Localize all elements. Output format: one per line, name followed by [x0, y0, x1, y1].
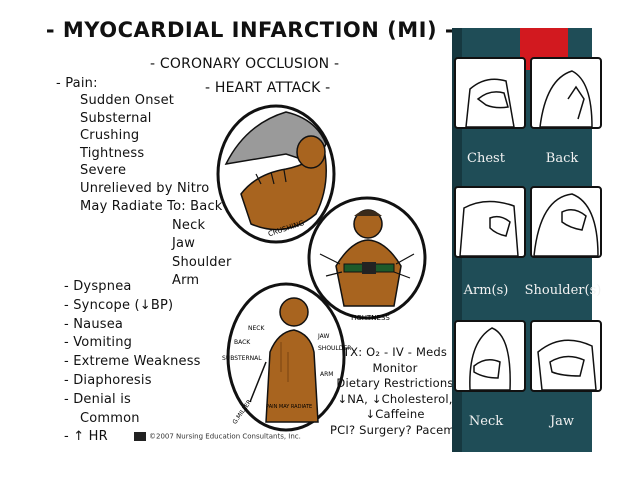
- radiate-list: Neck Jaw Shoulder Arm: [172, 217, 232, 291]
- radiate-item: Neck: [172, 218, 206, 233]
- pain-item: Sudden Onset: [80, 93, 175, 108]
- pain-list: Sudden Onset Substernal Crushing Tightne…: [80, 92, 223, 215]
- label-jaw: JAW: [317, 333, 329, 340]
- pain-item: Severe: [80, 163, 127, 179]
- symptom-item: - Syncope (↓BP): [64, 297, 174, 313]
- symptom-item: - ↑ HR: [64, 429, 108, 445]
- crushing-illustration: CRUSHING: [216, 104, 336, 244]
- pain-item: May Radiate To: Back: [80, 198, 223, 214]
- radiate-item: Jaw: [172, 236, 196, 252]
- hand-on-chest-icon: [454, 57, 526, 129]
- page-title: - MYOCARDIAL INFARCTION (MI) -: [45, 18, 455, 42]
- symptom-item: - Nausea: [64, 316, 124, 332]
- symptom-item: - Dyspnea: [64, 279, 132, 294]
- card-label-neck: Neck: [468, 414, 504, 429]
- card-label-back: Back: [545, 151, 579, 166]
- treatment-line: TX: O₂ - IV - Meds: [342, 345, 448, 359]
- treatment-line: ↓NA, ↓Cholesterol,: [337, 391, 453, 406]
- publisher-logo-icon: [134, 432, 146, 441]
- symptom-item: - Diaphoresis: [64, 372, 152, 388]
- treatment-block: TX: O₂ - IV - Meds Monitor Dietary Restr…: [330, 345, 487, 438]
- symptom-list: - Dyspnea - Syncope (↓BP) - Nausea - Vom…: [64, 278, 201, 447]
- treatment-line: PCI? Surgery? Pacemaker?: [330, 422, 487, 437]
- treatment-line: ↓Caffeine: [365, 407, 425, 421]
- radiation-illustration: NECK JAW BACK SHOULDER SUBSTERNAL ARM PA…: [222, 282, 351, 432]
- pain-item: Substernal: [80, 110, 152, 126]
- label-neck: NECK: [248, 325, 265, 332]
- symptom-item: Common: [80, 410, 140, 426]
- hand-on-neck-icon: [454, 320, 526, 392]
- hand-on-jaw-icon: [530, 320, 602, 392]
- label-substernal: SUBSTERNAL: [222, 355, 262, 362]
- symptom-item: - Extreme Weakness: [64, 354, 201, 370]
- label-back: BACK: [234, 339, 251, 346]
- subtitle-heart-attack: - HEART ATTACK -: [205, 80, 331, 96]
- card-label-jaw: Jaw: [549, 414, 575, 429]
- pain-item: Unrelieved by Nitro: [80, 180, 210, 196]
- treatment-line: Dietary Restrictions: [336, 376, 454, 390]
- radiate-item: Shoulder: [172, 254, 232, 270]
- radiate-item: Arm: [172, 273, 200, 289]
- tightness-illustration: TIGHTNESS: [307, 196, 427, 322]
- hand-on-back-icon: [530, 57, 602, 129]
- label-tightness: TIGHTNESS: [349, 314, 390, 322]
- pain-item: Tightness: [80, 145, 145, 161]
- treatment-line: Monitor: [372, 360, 418, 375]
- pain-heading: - Pain:: [56, 76, 98, 91]
- hand-on-arm-icon: [454, 186, 526, 258]
- symptom-item: - Vomiting: [64, 335, 133, 351]
- card-label-chest: Chest: [467, 151, 505, 166]
- pain-item: Crushing: [80, 128, 140, 144]
- label-shoulder: SHOULDER: [318, 345, 351, 352]
- label-arm: ARM: [320, 371, 333, 378]
- card-label-arms: Arm(s): [463, 283, 509, 298]
- hand-on-shoulder-icon: [530, 186, 602, 258]
- label-pain-may-radiate: PAIN MAY RADIATE: [266, 404, 312, 410]
- card-label-shoulders: Shoulder(s): [524, 283, 602, 298]
- copyright: ©2007 Nursing Education Consultants, Inc…: [134, 432, 301, 441]
- symptom-item: - Denial is: [64, 391, 131, 407]
- subtitle-coronary-occlusion: - CORONARY OCCLUSION -: [150, 56, 340, 72]
